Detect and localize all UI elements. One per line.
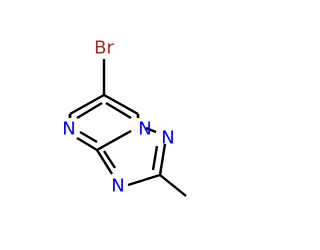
bond-c6-c5-double [76, 101, 103, 120]
n-triazole-top-atom-label: N [161, 128, 174, 149]
bond-c3a-n3 [95, 149, 114, 175]
n-bridge-atom-label: N [138, 119, 151, 140]
bond-c3a-n3-double [102, 150, 117, 169]
bond-c2-n1 [158, 143, 167, 176]
atom-labels: Br N N N N [62, 38, 174, 197]
n-pyrimidine-atom-label: N [62, 119, 75, 140]
bond-c2-methyl [159, 174, 187, 197]
bond-c7-c6-double [105, 101, 132, 120]
bond-n3-c2 [127, 173, 161, 187]
bromine-atom-label: Br [94, 38, 114, 59]
bond-c6-c5 [69, 93, 105, 116]
bonds [68, 59, 187, 197]
molecule-structure: Br N N N N [62, 38, 187, 197]
n-triazole-bottom-atom-label: N [111, 176, 124, 197]
bond-c3a-n8a [96, 129, 132, 152]
bond-n4-c3a [76, 136, 98, 152]
bond-c2-n1-double [151, 145, 159, 171]
bond-c7-c6 [103, 93, 139, 116]
bond-n1-n8a [145, 126, 157, 134]
bond-c3a-n4-double [79, 130, 98, 144]
